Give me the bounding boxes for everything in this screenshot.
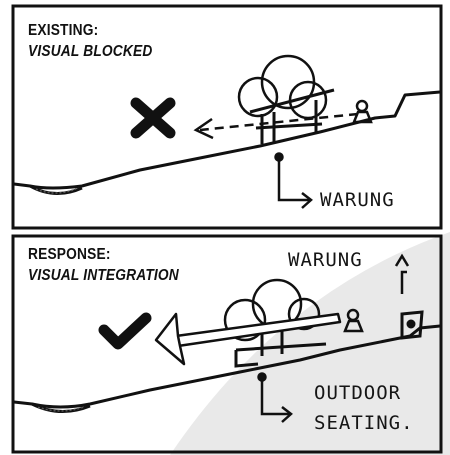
response-panel: RESPONSE: VISUAL INTEGRATION WARUNG OUTD… — [0, 232, 450, 455]
warung-label: WARUNG — [320, 189, 395, 211]
seating-label: SEATING. — [314, 412, 414, 434]
existing-heading: EXISTING: — [28, 21, 98, 40]
check-icon — [104, 318, 146, 344]
existing-panel: EXISTING: VISUAL BLOCKED WARUNG — [0, 0, 450, 230]
blocked-x-icon — [136, 103, 170, 133]
warung-label: WARUNG — [288, 249, 363, 271]
response-heading: RESPONSE: — [28, 245, 111, 264]
warung-callout-arrow — [276, 154, 312, 209]
existing-subheading: VISUAL BLOCKED — [28, 42, 152, 61]
outdoor-label: OUTDOOR — [314, 382, 401, 404]
response-subheading: VISUAL INTEGRATION — [28, 266, 179, 285]
ground-line — [14, 92, 440, 188]
person-figure — [354, 101, 371, 122]
